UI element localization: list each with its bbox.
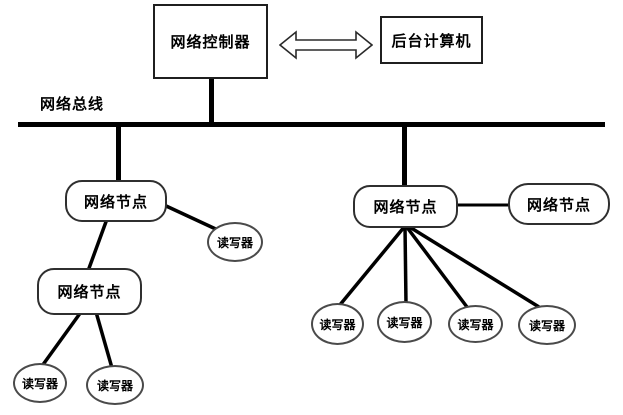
double-arrow-icon (278, 29, 374, 61)
network-node-4-label: 网络节点 (526, 196, 591, 214)
link-node1-node2 (86, 218, 109, 272)
reader-3-label: 读写器 (96, 378, 133, 393)
network-node-3: 网络节点 (353, 185, 458, 228)
network-node-2-label: 网络节点 (57, 284, 122, 301)
network-node-3-label: 网络节点 (373, 199, 438, 216)
reader-ellipse-3: 读写器 (86, 365, 144, 405)
link-node3-readerD (337, 224, 407, 308)
reader-7-label: 读写器 (528, 318, 565, 333)
link-node1-readerA (163, 203, 221, 233)
link-node3-readerF (404, 224, 469, 309)
network-node-2: 网络节点 (37, 268, 142, 315)
reader-ellipse-4: 读写器 (311, 303, 364, 345)
link-node2-readerC (94, 311, 114, 369)
link-node2-readerB (40, 310, 83, 368)
reader-ellipse-6: 读写器 (448, 305, 503, 343)
network-node-1-label: 网络节点 (83, 193, 148, 211)
network-node-1: 网络节点 (65, 180, 167, 222)
reader-ellipse-5: 读写器 (377, 301, 432, 343)
backend-computer-label: 后台计算机 (391, 32, 472, 50)
backend-computer-box: 后台计算机 (380, 16, 483, 64)
reader-1-label: 读写器 (216, 235, 253, 250)
bus-label: 网络总线 (40, 96, 105, 113)
network-controller-label: 网络控制器 (170, 34, 251, 51)
reader-4-label: 读写器 (319, 317, 356, 332)
reader-5-label: 读写器 (386, 315, 423, 330)
network-node-4: 网络节点 (508, 183, 610, 225)
reader-ellipse-1: 读写器 (207, 222, 263, 262)
network-controller-box: 网络控制器 (153, 4, 268, 79)
link-node3-readerG (407, 224, 540, 309)
reader-ellipse-2: 读写器 (13, 363, 67, 403)
reader-ellipse-7: 读写器 (518, 305, 576, 345)
reader-2-label: 读写器 (21, 376, 58, 391)
reader-6-label: 读写器 (457, 317, 494, 332)
link-node3-readerE (403, 225, 408, 305)
